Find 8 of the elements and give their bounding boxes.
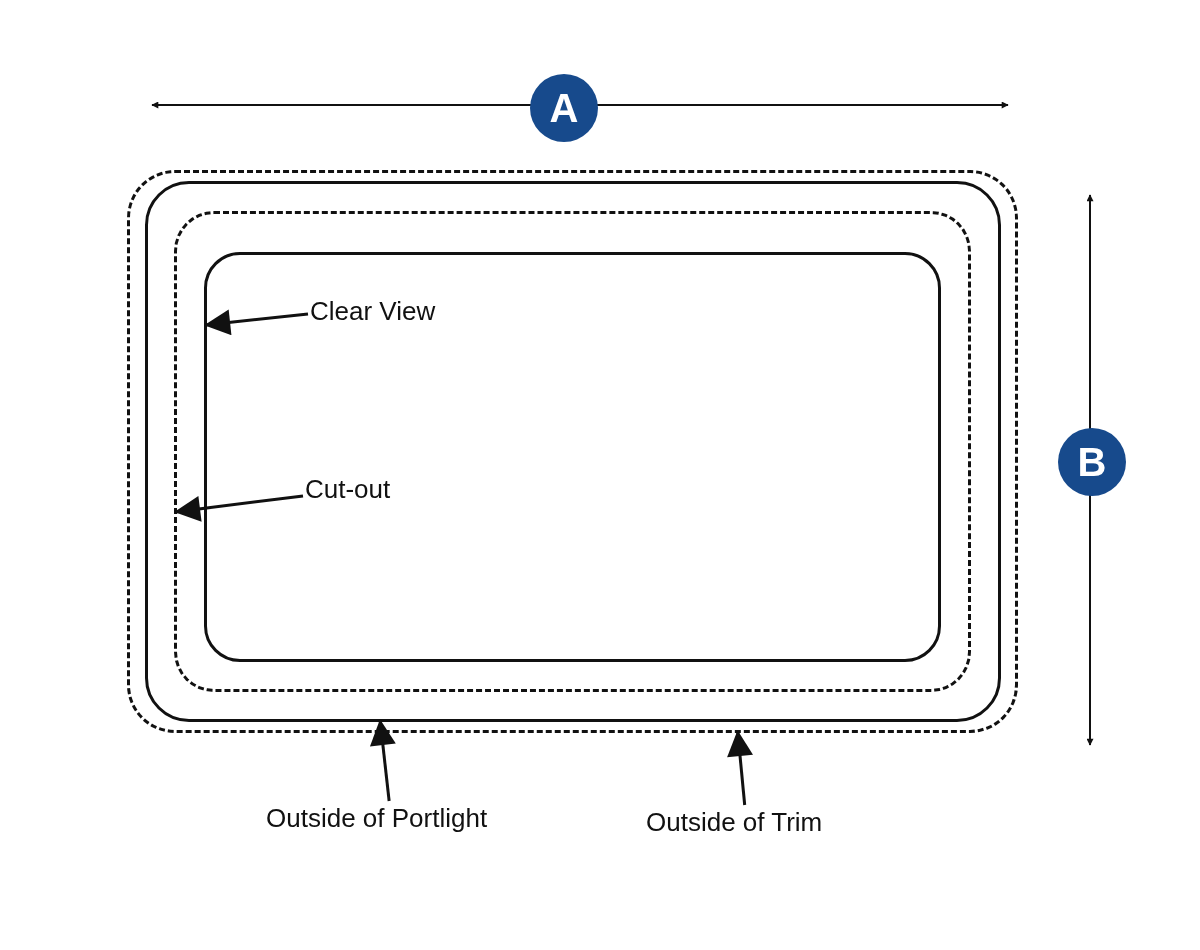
leader-arrow xyxy=(727,730,753,806)
dimension-callout: A xyxy=(530,74,598,142)
cutout-outline xyxy=(174,211,971,692)
clear-view-outline xyxy=(204,252,941,662)
leader-arrow xyxy=(369,719,396,802)
dimension-callout: B xyxy=(1058,428,1126,496)
leader-arrow xyxy=(174,494,304,522)
leader-arrow xyxy=(204,309,309,336)
